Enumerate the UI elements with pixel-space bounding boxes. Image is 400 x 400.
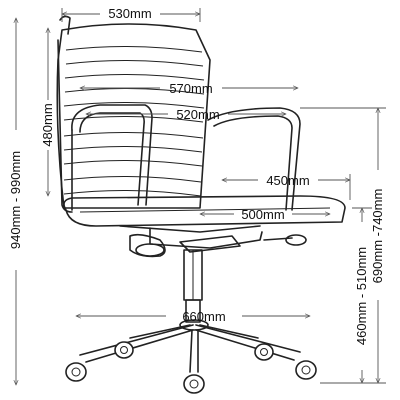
base — [79, 319, 301, 373]
dimension-lines — [16, 8, 386, 385]
label-total-height: 940mm - 990mm — [8, 151, 23, 249]
label-back-width: 530mm — [108, 6, 151, 21]
seat — [63, 195, 346, 233]
label-base-diameter: 660mm — [182, 309, 225, 324]
label-back-height: 480mm — [40, 103, 55, 146]
label-seat-depth: 450mm — [266, 173, 309, 188]
casters — [65, 341, 317, 394]
dimension-labels: 530mm 570mm 520mm 450mm 500mm 660mm 480m… — [8, 6, 385, 345]
label-seat-height: 460mm - 510mm — [354, 247, 369, 345]
label-inner-width: 520mm — [176, 107, 219, 122]
label-seat-width: 500mm — [241, 207, 284, 222]
mechanism — [129, 227, 307, 258]
label-arm-width: 570mm — [169, 81, 212, 96]
gas-lift — [183, 249, 203, 323]
backrest — [56, 15, 211, 213]
label-arm-height: 690mm -740mm — [370, 189, 385, 284]
